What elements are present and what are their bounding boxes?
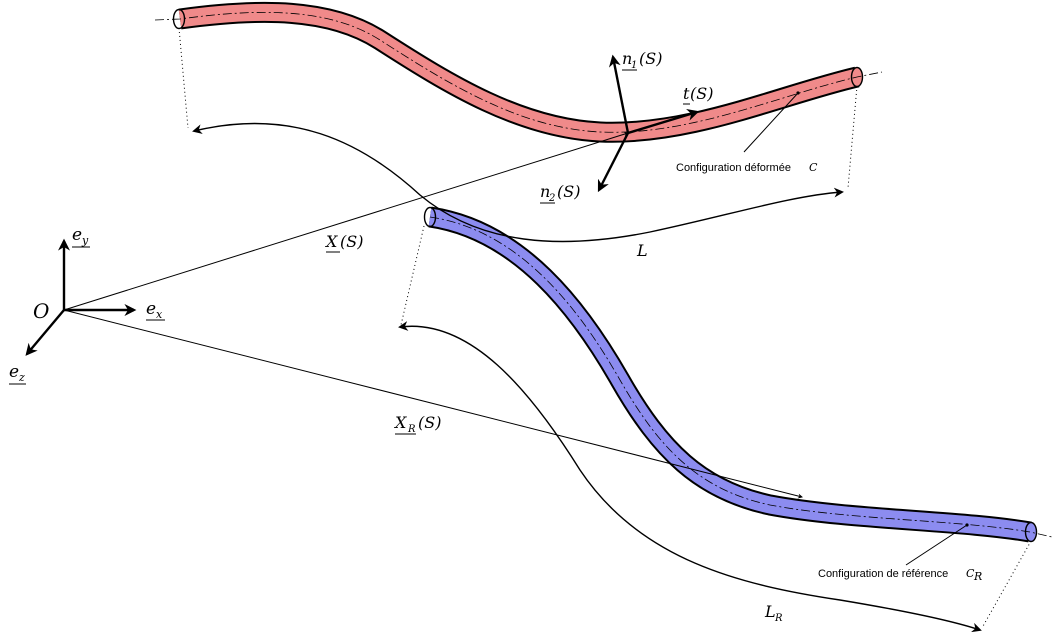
deformed-centerline	[154, 12, 883, 133]
origin-label: O	[33, 299, 49, 323]
svg-text:R: R	[774, 613, 783, 624]
LR-label: L R	[764, 602, 783, 624]
svg-text:(S): (S)	[418, 413, 441, 432]
ez-label: e z	[9, 362, 26, 385]
svg-text:Configuration déformée: Configuration déformée	[676, 162, 791, 174]
svg-text:z: z	[18, 371, 25, 384]
reference-tube	[423, 206, 1053, 543]
position-vector-XR	[63, 309, 803, 499]
reference-right-projection	[981, 540, 1032, 629]
svg-text:Configuration de référence: Configuration de référence	[818, 568, 948, 580]
reference-leader-line	[905, 524, 968, 566]
local-frame	[597, 54, 700, 193]
n2-vector	[597, 132, 630, 193]
deformed-right-projection	[847, 85, 858, 189]
deformed-leader-line	[743, 92, 799, 153]
ez-vector	[25, 309, 65, 356]
length-L-curve	[192, 122, 844, 243]
n1-vector	[608, 54, 630, 134]
svg-text:(S): (S)	[639, 49, 662, 68]
length-LR-curve	[398, 321, 982, 633]
reference-tube-fill	[428, 208, 1032, 541]
svg-text:R: R	[407, 424, 416, 435]
svg-text:(S): (S)	[557, 182, 580, 201]
svg-text:1: 1	[631, 60, 637, 71]
svg-text:2: 2	[548, 193, 555, 204]
svg-text:e: e	[72, 225, 82, 245]
reference-leader-dot	[965, 523, 969, 527]
X-label: X (S)	[324, 232, 363, 253]
svg-text:C: C	[966, 567, 975, 580]
svg-text:(S): (S)	[690, 84, 713, 103]
svg-text:e: e	[146, 299, 156, 319]
svg-text:C: C	[809, 161, 818, 174]
L-label: L	[636, 241, 648, 260]
svg-text:n: n	[540, 182, 550, 201]
reference-annotation: Configuration de référence C R	[818, 567, 982, 583]
svg-text:L: L	[764, 602, 776, 621]
deformed-leader-dot	[796, 91, 800, 95]
svg-text:X: X	[324, 232, 338, 251]
svg-text:y: y	[81, 234, 89, 247]
XR-label: X R (S)	[393, 413, 441, 435]
svg-text:n: n	[622, 49, 632, 68]
deformed-tube	[154, 1, 883, 143]
n1-label: n 1 (S)	[622, 49, 662, 71]
deformed-left-projection	[178, 27, 189, 129]
svg-text:X: X	[393, 413, 407, 432]
global-frame	[25, 238, 137, 356]
svg-text:R: R	[973, 570, 982, 583]
svg-text:t: t	[683, 84, 690, 103]
t-label: t (S)	[683, 84, 713, 105]
deformed-annotation: Configuration déformée C	[676, 161, 818, 174]
svg-text:(S): (S)	[340, 232, 363, 251]
deformed-tube-fill	[178, 3, 859, 141]
reference-end-cap	[1024, 521, 1038, 543]
position-vector-X	[63, 131, 629, 311]
svg-text:e: e	[9, 362, 19, 382]
svg-text:x: x	[156, 308, 163, 321]
reference-left-projection	[400, 225, 425, 326]
n2-label: n 2 (S)	[540, 182, 580, 204]
ex-label: e x	[146, 299, 165, 321]
t-vector	[627, 109, 700, 135]
reference-start-cap	[423, 206, 437, 228]
ey-label: e y	[72, 225, 90, 248]
